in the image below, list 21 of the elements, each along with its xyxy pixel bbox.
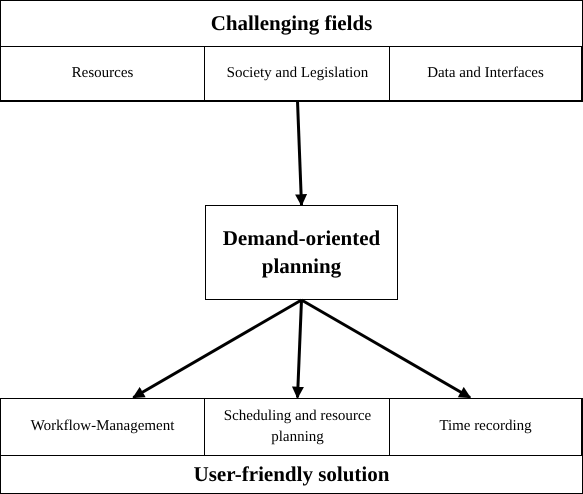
arrow: [295, 100, 308, 206]
field-label: Workflow-Management: [30, 417, 176, 436]
arrow: [300, 298, 472, 399]
field-cell: [204, 46, 391, 101]
group-box: [0, 398, 583, 494]
heading: Challenging fields: [210, 10, 374, 37]
field-cell: [389, 398, 582, 456]
field-label: Scheduling and resource planning: [222, 407, 372, 446]
field-label: Data and Interfaces: [426, 64, 545, 84]
arrow: [132, 298, 302, 399]
field-label: Time recording: [438, 417, 533, 436]
arrow: [292, 300, 304, 399]
field-label: Resources: [70, 64, 134, 84]
field-label: Society and Legislation: [226, 64, 370, 84]
field-cell: [204, 398, 391, 456]
field-cell: [389, 46, 582, 101]
group-box: [0, 0, 583, 102]
heading: Demand-oriented planning: [222, 225, 382, 280]
field-cell: [0, 46, 206, 101]
process-box: [205, 205, 398, 300]
heading: User-friendly solution: [192, 460, 390, 488]
